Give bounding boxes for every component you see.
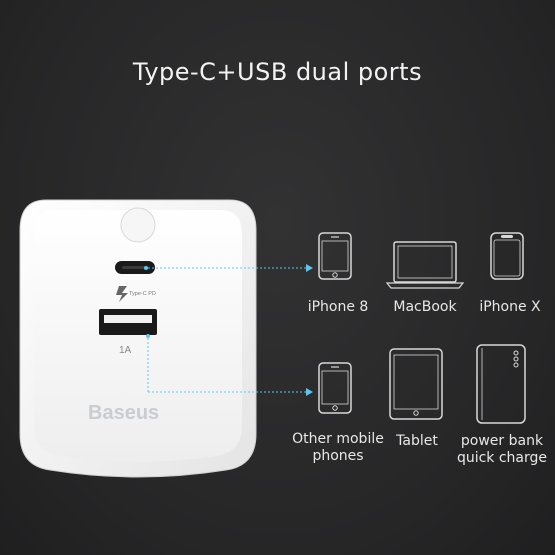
device-label-macbook: MacBook xyxy=(393,299,457,315)
charger-product: Type-C PD 1A Baseus xyxy=(19,199,257,478)
device-label-power-bank: power bank quick charge xyxy=(452,433,552,467)
device-label-line: Other mobile xyxy=(292,431,384,447)
device-label-other-phones: Other mobile phones xyxy=(288,431,388,465)
brand-logo: Baseus xyxy=(88,402,159,424)
device-label-tablet: Tablet xyxy=(396,433,438,449)
indicator-light xyxy=(120,207,156,243)
device-label-line: phones xyxy=(312,448,364,464)
smartphone-icon xyxy=(318,362,352,414)
pd-logo-icon xyxy=(116,286,128,302)
usb-port-label: 1A xyxy=(119,345,132,356)
smartphone-icon xyxy=(318,232,352,280)
typec-port-label: Type-C PD xyxy=(129,291,156,297)
tablet-icon xyxy=(389,348,443,420)
laptop-icon xyxy=(386,241,464,289)
smartphone-icon xyxy=(490,232,524,280)
device-label-iphone-8: iPhone 8 xyxy=(307,299,369,315)
typec-connector xyxy=(144,264,313,272)
power-bank-icon xyxy=(476,344,526,424)
usb-connector xyxy=(146,334,313,396)
device-label-iphone-x: iPhone X xyxy=(479,299,541,315)
device-label-line: quick charge xyxy=(456,450,548,466)
device-label-line: power bank xyxy=(460,433,544,449)
headline: Type-C+USB dual ports xyxy=(132,58,423,86)
